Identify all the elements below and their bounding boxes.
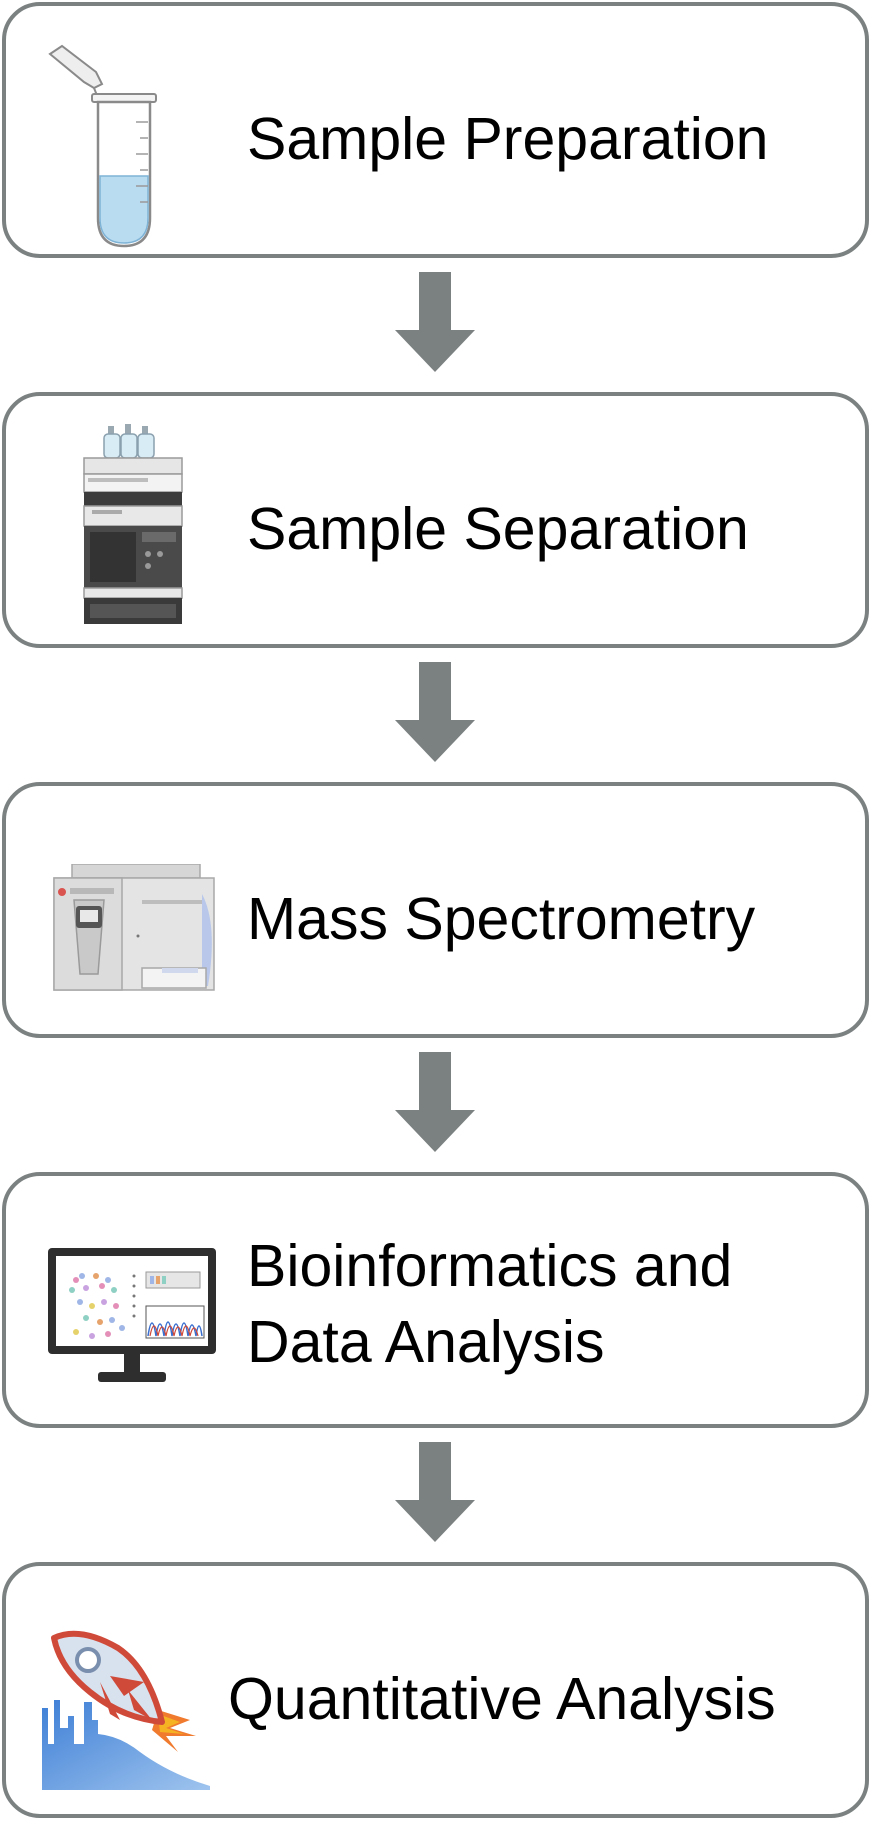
lc-instrument-icon bbox=[83, 424, 183, 624]
mass-spectrometer-icon bbox=[53, 864, 215, 991]
step-sample-preparation: Sample Preparation bbox=[2, 2, 869, 258]
step-bioinformatics-data-analysis: Bioinformatics and Data Analysis bbox=[2, 1172, 869, 1428]
arrow-down-icon bbox=[395, 272, 475, 372]
step-label-line: Data Analysis bbox=[247, 1309, 605, 1375]
step-quantitative-analysis: Quantitative Analysis bbox=[2, 1562, 869, 1818]
rocket-chart-icon bbox=[42, 1630, 210, 1790]
arrow-down-icon bbox=[395, 662, 475, 762]
arrow-down-icon bbox=[395, 1052, 475, 1152]
arrow-down-icon bbox=[395, 1442, 475, 1542]
test-tube-icon bbox=[48, 44, 157, 248]
computer-monitor-icon bbox=[48, 1248, 216, 1382]
step-sample-separation: Sample Separation bbox=[2, 392, 869, 648]
step-label: Quantitative Analysis bbox=[228, 1661, 776, 1737]
step-label: Sample Preparation bbox=[247, 101, 768, 177]
step-label-line: Mass Spectrometry bbox=[247, 886, 756, 952]
step-label-line: Sample Preparation bbox=[247, 106, 769, 172]
step-label-line: Sample Separation bbox=[247, 496, 749, 562]
step-label: Mass Spectrometry bbox=[247, 881, 755, 957]
step-label: Sample Separation bbox=[247, 491, 749, 567]
step-label-line: Bioinformatics and bbox=[247, 1233, 733, 1299]
step-label: Bioinformatics and Data Analysis bbox=[247, 1228, 732, 1380]
step-label-line: Quantitative Analysis bbox=[228, 1666, 776, 1732]
step-mass-spectrometry: Mass Spectrometry bbox=[2, 782, 869, 1038]
